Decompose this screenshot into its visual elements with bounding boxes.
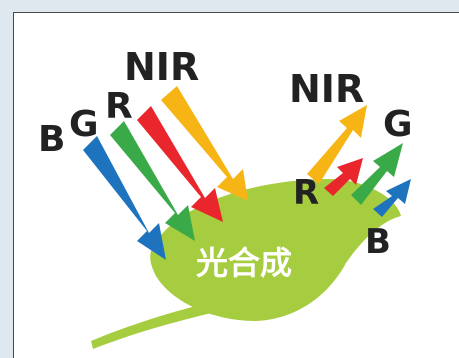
leaf-label-photosynthesis: 光合成: [196, 244, 292, 282]
figure-panel: B G R NIR NIR R G B 光合成: [13, 12, 459, 358]
incoming-label-green: G: [69, 104, 99, 145]
incoming-red-arrow: [137, 106, 223, 222]
incoming-green-arrow: [110, 121, 195, 241]
incoming-label-blue: B: [38, 119, 65, 160]
reflected-label-nir: NIR: [289, 67, 364, 111]
reflected-nir-arrow: [307, 105, 367, 184]
incoming-label-nir: NIR: [124, 45, 199, 89]
incoming-blue-arrow: [83, 136, 166, 260]
reflected-red-arrow: [324, 158, 363, 196]
reflected-label-blue: B: [365, 222, 391, 262]
reflected-label-red: R: [293, 173, 319, 213]
incoming-label-red: R: [105, 86, 133, 127]
reflected-label-green: G: [383, 104, 413, 145]
incoming-nir-arrow: [161, 86, 248, 201]
photosynthesis-diagram: B G R NIR NIR R G B 光合成: [38, 45, 413, 349]
reflected-green-arrow: [351, 143, 403, 205]
reflected-blue-arrow: [373, 179, 411, 217]
